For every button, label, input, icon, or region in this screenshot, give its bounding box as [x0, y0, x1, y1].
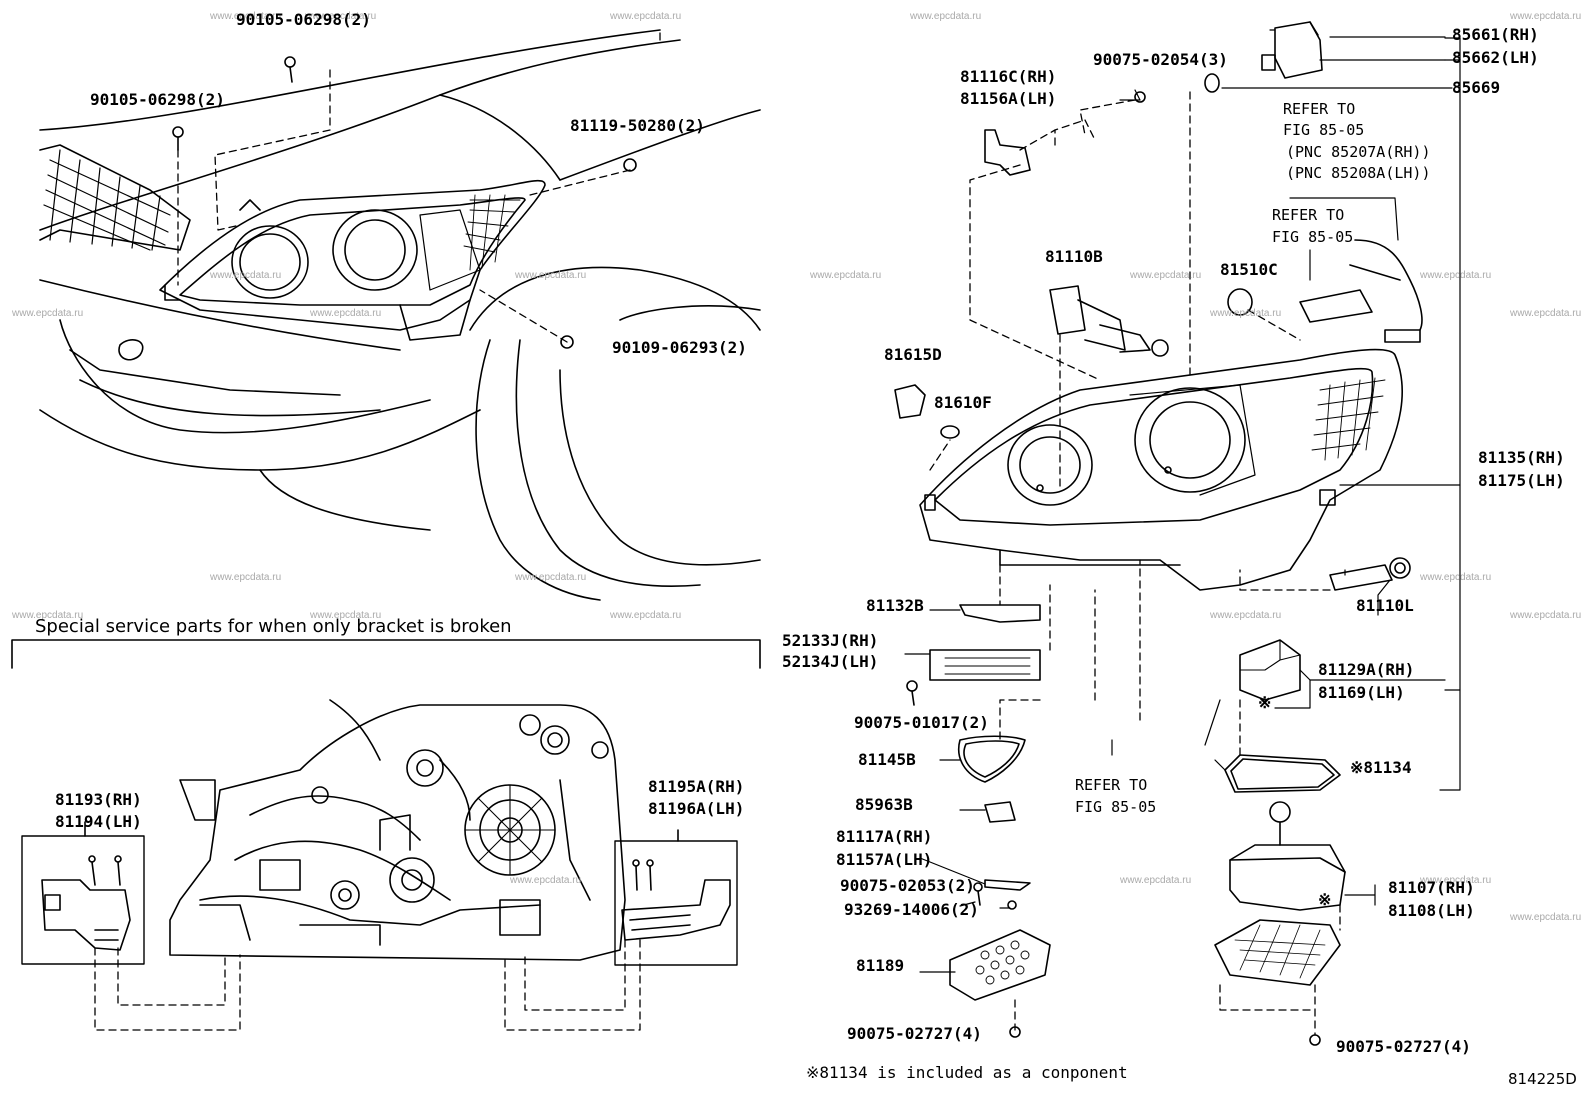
- refer-label: (PNC 85208A(LH)): [1286, 164, 1431, 182]
- part-label: 81108(LH): [1388, 901, 1475, 920]
- part-label: 81107(RH): [1388, 878, 1475, 897]
- part-label: 90105-06298(2): [90, 90, 225, 109]
- watermark: www.epcdata.ru: [1510, 610, 1582, 621]
- part-label: 81135(RH): [1478, 448, 1565, 467]
- watermark: www.epcdata.ru: [12, 610, 84, 621]
- part-label: 81119-50280(2): [570, 116, 705, 135]
- watermark: www.epcdata.ru: [1210, 610, 1282, 621]
- watermark: www.epcdata.ru: [515, 270, 587, 281]
- part-label: 81156A(LH): [960, 89, 1057, 108]
- part-label: 52134J(LH): [782, 652, 879, 671]
- watermark: www.epcdata.ru: [1210, 308, 1282, 319]
- part-label: 90075-02727(4): [847, 1024, 982, 1043]
- part-label: 81196A(LH): [648, 799, 745, 818]
- watermark: www.epcdata.ru: [1130, 270, 1202, 281]
- part-label: 81195A(RH): [648, 777, 745, 796]
- watermark: www.epcdata.ru: [210, 270, 282, 281]
- part-label: 81193(RH): [55, 790, 142, 809]
- watermark: www.epcdata.ru: [1420, 572, 1492, 583]
- watermark: www.epcdata.ru: [310, 308, 382, 319]
- refer-label: (PNC 85207A(RH)): [1286, 143, 1431, 161]
- part-label: 85669: [1452, 78, 1501, 97]
- watermark: www.epcdata.ru: [1510, 11, 1582, 22]
- part-label: 90075-02727(4): [1336, 1037, 1471, 1056]
- part-label: 52133J(RH): [782, 631, 879, 650]
- watermark: www.epcdata.ru: [305, 11, 377, 22]
- part-label: 81510C: [1220, 260, 1278, 279]
- part-label: 81132B: [866, 596, 924, 615]
- watermark: www.epcdata.ru: [1510, 308, 1582, 319]
- part-label: 90075-02054(3): [1093, 50, 1228, 69]
- watermark: www.epcdata.ru: [1510, 912, 1582, 923]
- watermark: www.epcdata.ru: [310, 610, 382, 621]
- part-label: ※81134: [1350, 758, 1412, 777]
- headlamp-exploded-view: [894, 21, 1461, 1046]
- watermark: www.epcdata.ru: [515, 572, 587, 583]
- part-label: 81194(LH): [55, 812, 142, 831]
- component-mark: ※: [1318, 890, 1332, 909]
- part-label: 85963B: [855, 795, 913, 814]
- part-label: 81110L: [1356, 596, 1414, 615]
- refer-label: REFER TO: [1283, 100, 1356, 118]
- part-label: 81157A(LH): [836, 850, 933, 869]
- watermark: www.epcdata.ru: [1120, 875, 1192, 886]
- watermark: www.epcdata.ru: [510, 875, 582, 886]
- car-front-view: [39, 29, 761, 601]
- section-bracket: [11, 639, 761, 669]
- part-label: 81117A(RH): [836, 827, 933, 846]
- watermark: www.epcdata.ru: [910, 11, 982, 22]
- part-label: 85661(RH): [1452, 25, 1539, 44]
- refer-label: REFER TO: [1272, 206, 1345, 224]
- part-label: 81145B: [858, 750, 916, 769]
- refer-label: FIG 85-05: [1283, 121, 1365, 139]
- watermark: www.epcdata.ru: [12, 308, 84, 319]
- figure-number: 814225D: [1508, 1070, 1577, 1088]
- watermark: www.epcdata.ru: [810, 270, 882, 281]
- watermark: www.epcdata.ru: [1420, 270, 1492, 281]
- watermark: www.epcdata.ru: [210, 11, 282, 22]
- part-label: 81110B: [1045, 247, 1103, 266]
- watermark: www.epcdata.ru: [610, 11, 682, 22]
- part-label: 90075-01017(2): [854, 713, 989, 732]
- section-heading: Special service parts for when only brac…: [35, 616, 512, 637]
- part-label: 90075-02053(2): [840, 876, 975, 895]
- component-mark: ※: [1258, 693, 1272, 712]
- part-label: 81116C(RH): [960, 67, 1057, 86]
- watermark: www.epcdata.ru: [610, 610, 682, 621]
- refer-label: REFER TO: [1075, 776, 1148, 794]
- part-label: 81169(LH): [1318, 683, 1405, 702]
- footnote: ※81134 is included as a conponent: [806, 1063, 1128, 1082]
- refer-label: FIG 85-05: [1075, 798, 1157, 816]
- part-label: 90109-06293(2): [612, 338, 747, 357]
- part-label: 81129A(RH): [1318, 660, 1415, 679]
- watermark: www.epcdata.ru: [1420, 875, 1492, 886]
- part-label: 90105-06298(2): [236, 10, 371, 29]
- refer-label: FIG 85-05: [1272, 228, 1354, 246]
- headlamp-rear-view: [21, 699, 738, 1031]
- part-label: 81175(LH): [1478, 471, 1565, 490]
- watermark: www.epcdata.ru: [210, 572, 282, 583]
- part-label: 85662(LH): [1452, 48, 1539, 67]
- part-label: 93269-14006(2): [844, 900, 979, 919]
- part-label: 81189: [856, 956, 905, 975]
- part-label: 81610F: [934, 393, 992, 412]
- part-label: 81615D: [884, 345, 942, 364]
